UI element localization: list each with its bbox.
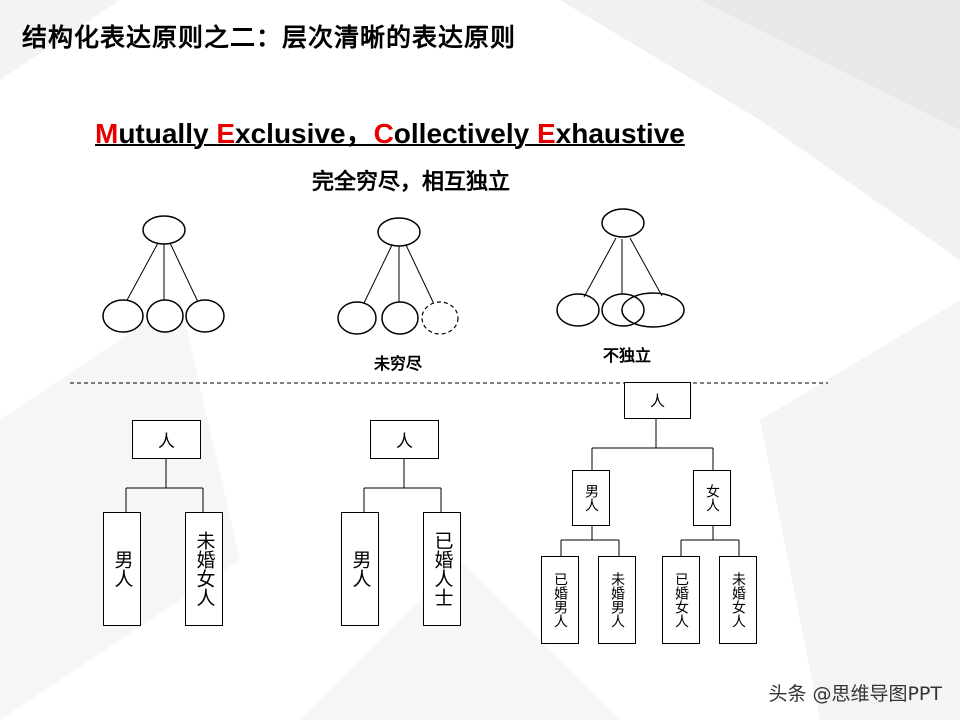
missing-circle xyxy=(421,301,459,335)
child-circle xyxy=(146,299,184,333)
root-circle xyxy=(142,215,186,245)
tree3-female-node: 女人 xyxy=(693,470,731,526)
tree3-leaf-unmarried-men: 未婚男人 xyxy=(598,556,636,644)
not-exhaustive-label: 未穷尽 xyxy=(374,354,423,373)
child-circle xyxy=(102,299,144,333)
subtitle: 完全穷尽，相互独立 xyxy=(312,170,511,195)
child-circle xyxy=(601,293,645,327)
child-circle xyxy=(185,299,225,333)
tree3-male-node: 男人 xyxy=(572,470,610,526)
tree2-right-node: 已婚人士 xyxy=(423,512,461,626)
tree3-leaf-married-women: 已婚女人 xyxy=(662,556,700,644)
tree3-leaf-unmarried-women: 未婚女人 xyxy=(719,556,757,644)
child-circle xyxy=(556,293,600,327)
page-title: 结构化表达原则之二：层次清晰的表达原则 xyxy=(22,23,517,52)
root-circle xyxy=(601,208,645,238)
tree3-leaf-married-men: 已婚男人 xyxy=(541,556,579,644)
tree2-root: 人 xyxy=(370,420,439,459)
watermark: 头条 @思维导图PPT xyxy=(768,683,942,705)
tree1-left-node: 男人 xyxy=(103,512,141,626)
tree2-left-node: 男人 xyxy=(341,512,379,626)
child-circle xyxy=(337,301,377,335)
overlap-circle xyxy=(621,292,685,328)
tree1-root: 人 xyxy=(132,420,201,459)
mece-heading: Mutually Exclusive，Collectively Exhausti… xyxy=(95,118,685,149)
not-exclusive-label: 不独立 xyxy=(603,346,652,365)
tree3-root: 人 xyxy=(624,382,691,419)
tree1-right-node: 未婚女人 xyxy=(185,512,223,626)
child-circle xyxy=(381,301,419,335)
root-circle xyxy=(377,217,421,247)
